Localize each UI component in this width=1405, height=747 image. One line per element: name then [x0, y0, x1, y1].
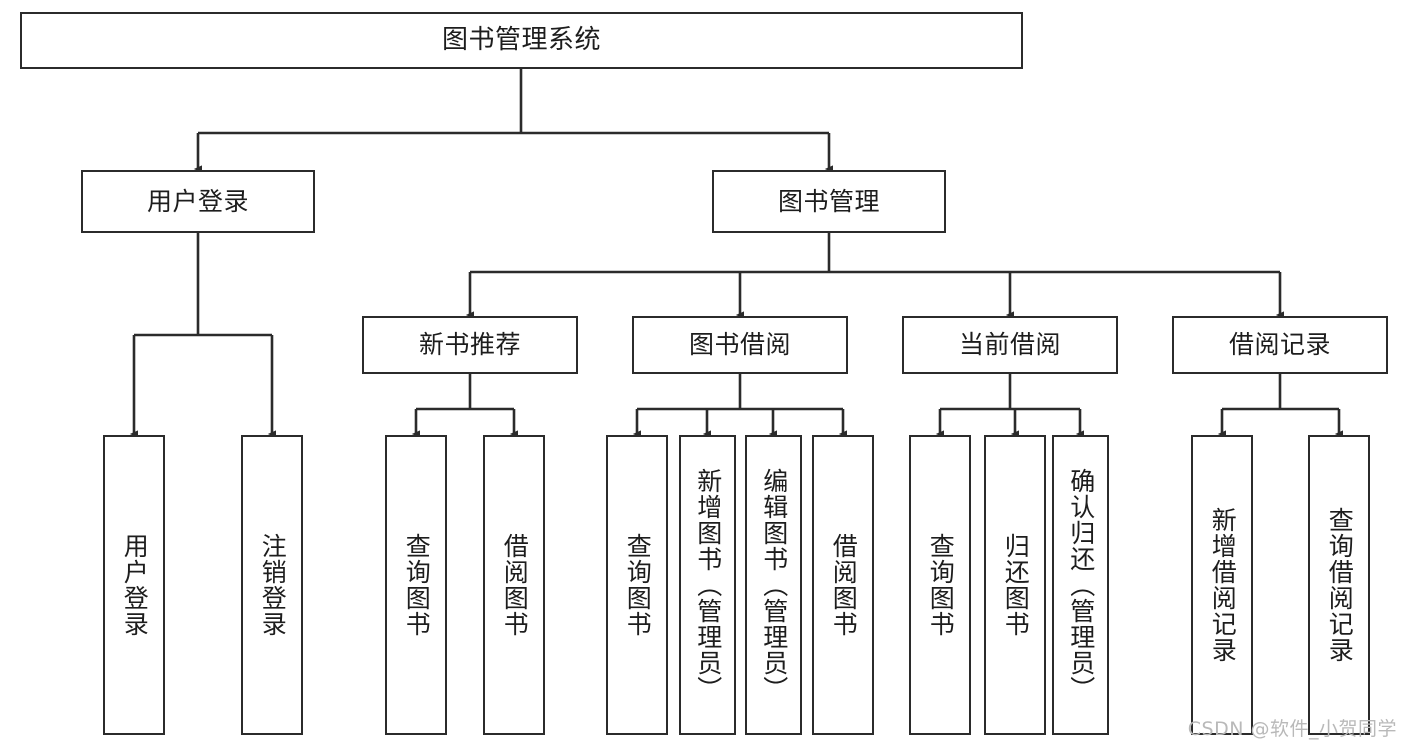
leaf-new-borrow-book[interactable]: 借阅图书 — [483, 435, 545, 735]
leaf-borrow-add-book-admin[interactable]: 新增图书（管理员） — [679, 435, 736, 735]
leaf-current-query-book[interactable]: 查询图书 — [909, 435, 971, 735]
leaf-record-query[interactable]: 查询借阅记录 — [1308, 435, 1370, 735]
node-label: 图书借阅 — [688, 330, 791, 359]
csdn-watermark: CSDN @软件_小贺同学 — [1187, 718, 1397, 740]
node-label: 注销登录 — [258, 533, 288, 637]
node-book-management-module[interactable]: 图书管理 — [712, 170, 946, 233]
node-new-book-recommend[interactable]: 新书推荐 — [362, 316, 578, 374]
node-label: 用户登录 — [120, 533, 150, 637]
node-label: 编辑图书（管理员） — [759, 468, 789, 702]
leaf-borrow-query-book[interactable]: 查询图书 — [606, 435, 668, 735]
node-label: 查询图书 — [402, 533, 432, 637]
leaf-new-query-book[interactable]: 查询图书 — [385, 435, 447, 735]
node-label: 新增借阅记录 — [1208, 507, 1238, 663]
node-root-system[interactable]: 图书管理系统 — [20, 12, 1023, 69]
node-label: 图书管理系统 — [441, 24, 601, 55]
node-user-login-module[interactable]: 用户登录 — [81, 170, 315, 233]
node-label: 查询图书 — [926, 533, 956, 637]
node-label: 借阅图书 — [500, 533, 530, 637]
leaf-user-login[interactable]: 用户登录 — [103, 435, 165, 735]
node-label: 新书推荐 — [418, 330, 521, 359]
node-label: 确认归还（管理员） — [1066, 468, 1096, 702]
leaf-current-return-book[interactable]: 归还图书 — [984, 435, 1046, 735]
node-borrow-record[interactable]: 借阅记录 — [1172, 316, 1388, 374]
node-label: 新增图书（管理员） — [693, 468, 723, 702]
node-label: 归还图书 — [1001, 533, 1031, 637]
leaf-record-add[interactable]: 新增借阅记录 — [1191, 435, 1253, 735]
node-label: 借阅记录 — [1228, 330, 1331, 359]
node-label: 查询图书 — [623, 533, 653, 637]
node-label: 用户登录 — [146, 186, 249, 216]
leaf-borrow-lend-book[interactable]: 借阅图书 — [812, 435, 874, 735]
node-book-borrow[interactable]: 图书借阅 — [632, 316, 848, 374]
node-current-borrow[interactable]: 当前借阅 — [902, 316, 1118, 374]
node-label: 图书管理 — [777, 186, 880, 216]
node-label: 当前借阅 — [958, 330, 1061, 359]
node-label: 查询借阅记录 — [1325, 507, 1355, 663]
leaf-current-confirm-return-admin[interactable]: 确认归还（管理员） — [1052, 435, 1109, 735]
leaf-user-logout[interactable]: 注销登录 — [241, 435, 303, 735]
node-label: 借阅图书 — [829, 533, 859, 637]
leaf-borrow-edit-book-admin[interactable]: 编辑图书（管理员） — [745, 435, 802, 735]
